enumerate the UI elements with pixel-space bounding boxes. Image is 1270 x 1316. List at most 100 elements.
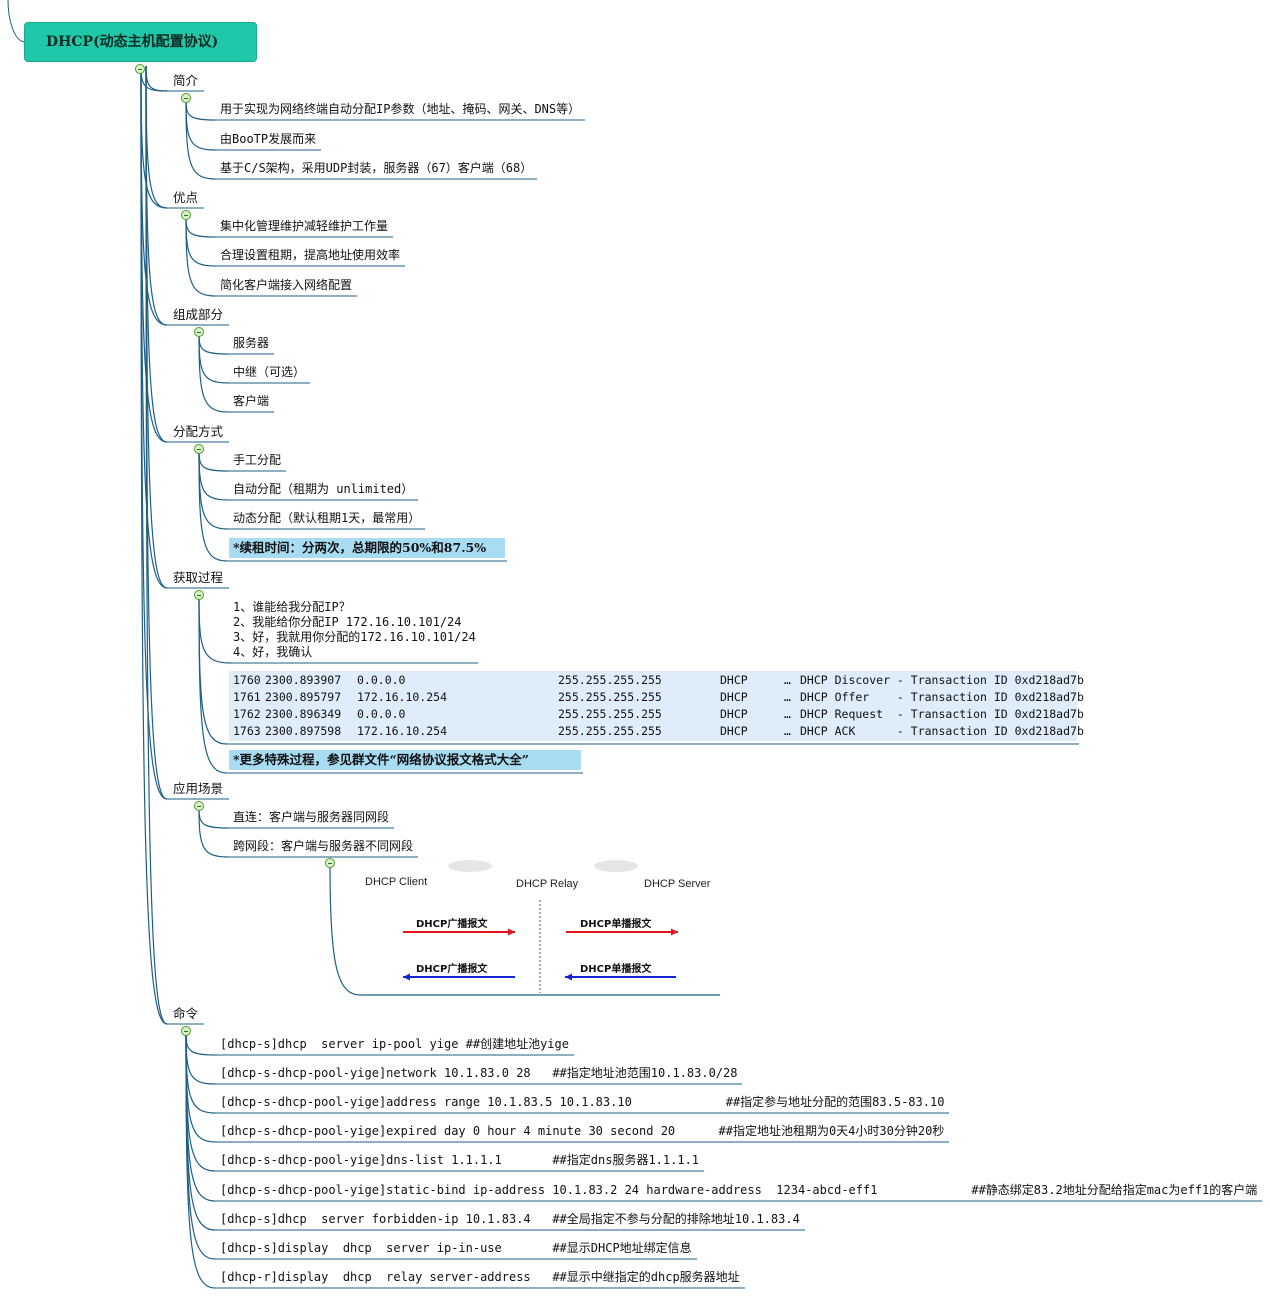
connector-line [198,450,229,472]
device-icon [594,860,638,872]
connector-line [198,807,229,858]
advantage-item[interactable]: 简化客户端接入网络配置 [220,278,353,292]
advantage-item[interactable]: 集中化管理维护减轻维护工作量 [220,219,389,233]
connector-line [185,1032,216,1143]
component-item[interactable]: 服务器 [233,336,270,350]
capture-time: 2300.895797 [265,690,342,704]
command-item[interactable]: [dhcp-s-dhcp-pool-yige]dns-list 1.1.1.1 … [220,1153,700,1167]
capture-dst: 255.255.255.255 [558,724,662,738]
root-topic[interactable]: DHCP(动态主机配置协议) [24,22,257,62]
arrow-head [508,928,515,936]
topic-intro[interactable]: 简介 [173,73,199,88]
capture-row: 1763 2300.897598 172.16.10.254 255.255.2… [229,723,1084,740]
allocation-item[interactable]: 动态分配（默认租期1天，最常用） [233,511,421,525]
dhcp-relay-label: DHCP Relay [516,878,579,890]
process-step: 2、我能给你分配IP 172.16.10.101/24 [233,615,462,629]
packet-capture-table[interactable]: 1760 2300.893907 0.0.0.0 255.255.255.255… [229,671,1084,741]
intro-item[interactable]: 由BooTP发展而来 [220,132,317,146]
dhcp-server-label: DHCP Server [644,878,711,890]
command-item[interactable]: [dhcp-s-dhcp-pool-yige]address range 10.… [220,1095,945,1109]
connector-line [185,1032,216,1260]
capture-info: DHCP Offer - Transaction ID 0xd218ad7b [800,690,1084,704]
capture-src: 0.0.0.0 [357,707,406,721]
command-item[interactable]: [dhcp-s-dhcp-pool-yige]static-bind ip-ad… [220,1183,1258,1197]
intro-item[interactable]: 用于实现为网络终端自动分配IP参数（地址、掩码、网关、DNS等） [220,102,581,116]
capture-info: DHCP Discover - Transaction ID 0xd218ad7… [800,673,1084,687]
capture-row: 1762 2300.896349 0.0.0.0 255.255.255.255… [229,706,1084,723]
capture-info: DHCP ACK - Transaction ID 0xd218ad7b [800,724,1084,738]
connector-line [198,450,229,501]
collapse-toggle-icon[interactable] [194,327,204,337]
topic-allocation[interactable]: 分配方式 [173,424,224,439]
scenario-item[interactable]: 跨网段：客户端与服务器不同网段 [233,839,414,853]
collapse-toggle-icon[interactable] [181,210,191,220]
dhcp-client-label: DHCP Client [365,876,428,888]
capture-row: 1761 2300.895797 172.16.10.254 255.255.2… [229,689,1084,706]
advantage-item[interactable]: 合理设置租期，提高地址使用效率 [220,248,401,262]
component-item[interactable]: 客户端 [233,394,270,408]
capture-more: … [784,690,791,704]
topic-scenarios[interactable]: 应用场景 [173,781,224,796]
command-item[interactable]: [dhcp-s-dhcp-pool-yige]network 10.1.83.0… [220,1066,738,1080]
connector-line [198,596,228,774]
capture-no: 1763 [233,724,261,738]
connector-line [198,333,229,355]
process-note[interactable]: *更多特殊过程，参见群文件“网络协议报文格式大全” [229,750,581,770]
capture-src: 172.16.10.254 [357,724,448,738]
connector-line [198,333,229,384]
topic-process[interactable]: 获取过程 [173,570,224,585]
collapse-toggle-icon[interactable] [181,1026,191,1036]
connector-line [329,864,720,996]
capture-info: DHCP Request - Transaction ID 0xd218ad7b [800,707,1084,721]
connector-line [185,99,216,151]
command-item[interactable]: [dhcp-r]display dhcp relay server-addres… [220,1270,740,1284]
connector-line [185,1032,216,1085]
capture-no: 1761 [233,690,261,704]
command-item[interactable]: [dhcp-s]dhcp server ip-pool yige ##创建地址池… [220,1037,569,1051]
capture-more: … [784,673,791,687]
component-item[interactable]: 中继（可选） [233,365,306,379]
connector-line [185,1032,216,1056]
collapse-toggle-icon[interactable] [194,801,204,811]
connector-line [7,0,25,43]
capture-no: 1760 [233,673,261,687]
connector-line [185,216,216,267]
command-item[interactable]: [dhcp-s]dhcp server forbidden-ip 10.1.83… [220,1212,800,1226]
connector-line [185,216,216,238]
connector-line [198,333,229,413]
arrow-head [671,928,678,936]
renewal-note[interactable]: *续租时间：分两次，总期限的50%和87.5% [229,538,505,558]
capture-row: 1760 2300.893907 0.0.0.0 255.255.255.255… [229,672,1084,689]
allocation-item[interactable]: 自动分配（租期为 unlimited） [233,482,414,496]
connector-line [185,99,216,121]
capture-proto: DHCP [720,724,748,738]
collapse-toggle-icon[interactable] [181,93,191,103]
command-item[interactable]: [dhcp-s-dhcp-pool-yige]expired day 0 hou… [220,1124,945,1138]
process-step: 3、好，我就用你分配的172.16.10.101/24 [233,630,476,644]
topic-advantages[interactable]: 优点 [173,190,199,205]
topic-commands[interactable]: 命令 [173,1006,199,1021]
arrow-label: DHCP单播报文 [580,919,652,930]
allocation-item[interactable]: 手工分配 [233,453,282,467]
device-icon [448,860,492,872]
collapse-toggle-icon[interactable] [135,64,145,74]
capture-time: 2300.893907 [265,673,342,687]
connector-line [140,65,168,443]
collapse-toggle-icon[interactable] [325,858,335,868]
collapse-toggle-icon[interactable] [194,590,204,600]
connector-line [185,216,216,297]
arrow-label: DHCP广播报文 [416,919,488,930]
capture-dst: 255.255.255.255 [558,707,662,721]
command-item[interactable]: [dhcp-s]display dhcp server ip-in-use ##… [220,1241,692,1255]
scenario-item[interactable]: 直连：客户端与服务器同网段 [233,810,390,824]
arrow-head [403,973,410,981]
topic-components[interactable]: 组成部分 [173,307,224,322]
process-steps[interactable]: 1、谁能给我分配IP？ 2、我能给你分配IP 172.16.10.101/24 … [233,600,476,660]
arrow-head [565,973,572,981]
capture-proto: DHCP [720,673,748,687]
connector-line [185,1032,216,1289]
collapse-toggle-icon[interactable] [194,444,204,454]
process-step: 1、谁能给我分配IP？ [233,600,351,614]
intro-item[interactable]: 基于C/S架构，采用UDP封装，服务器（67）客户端（68） [220,161,533,175]
connector-line [185,99,216,180]
